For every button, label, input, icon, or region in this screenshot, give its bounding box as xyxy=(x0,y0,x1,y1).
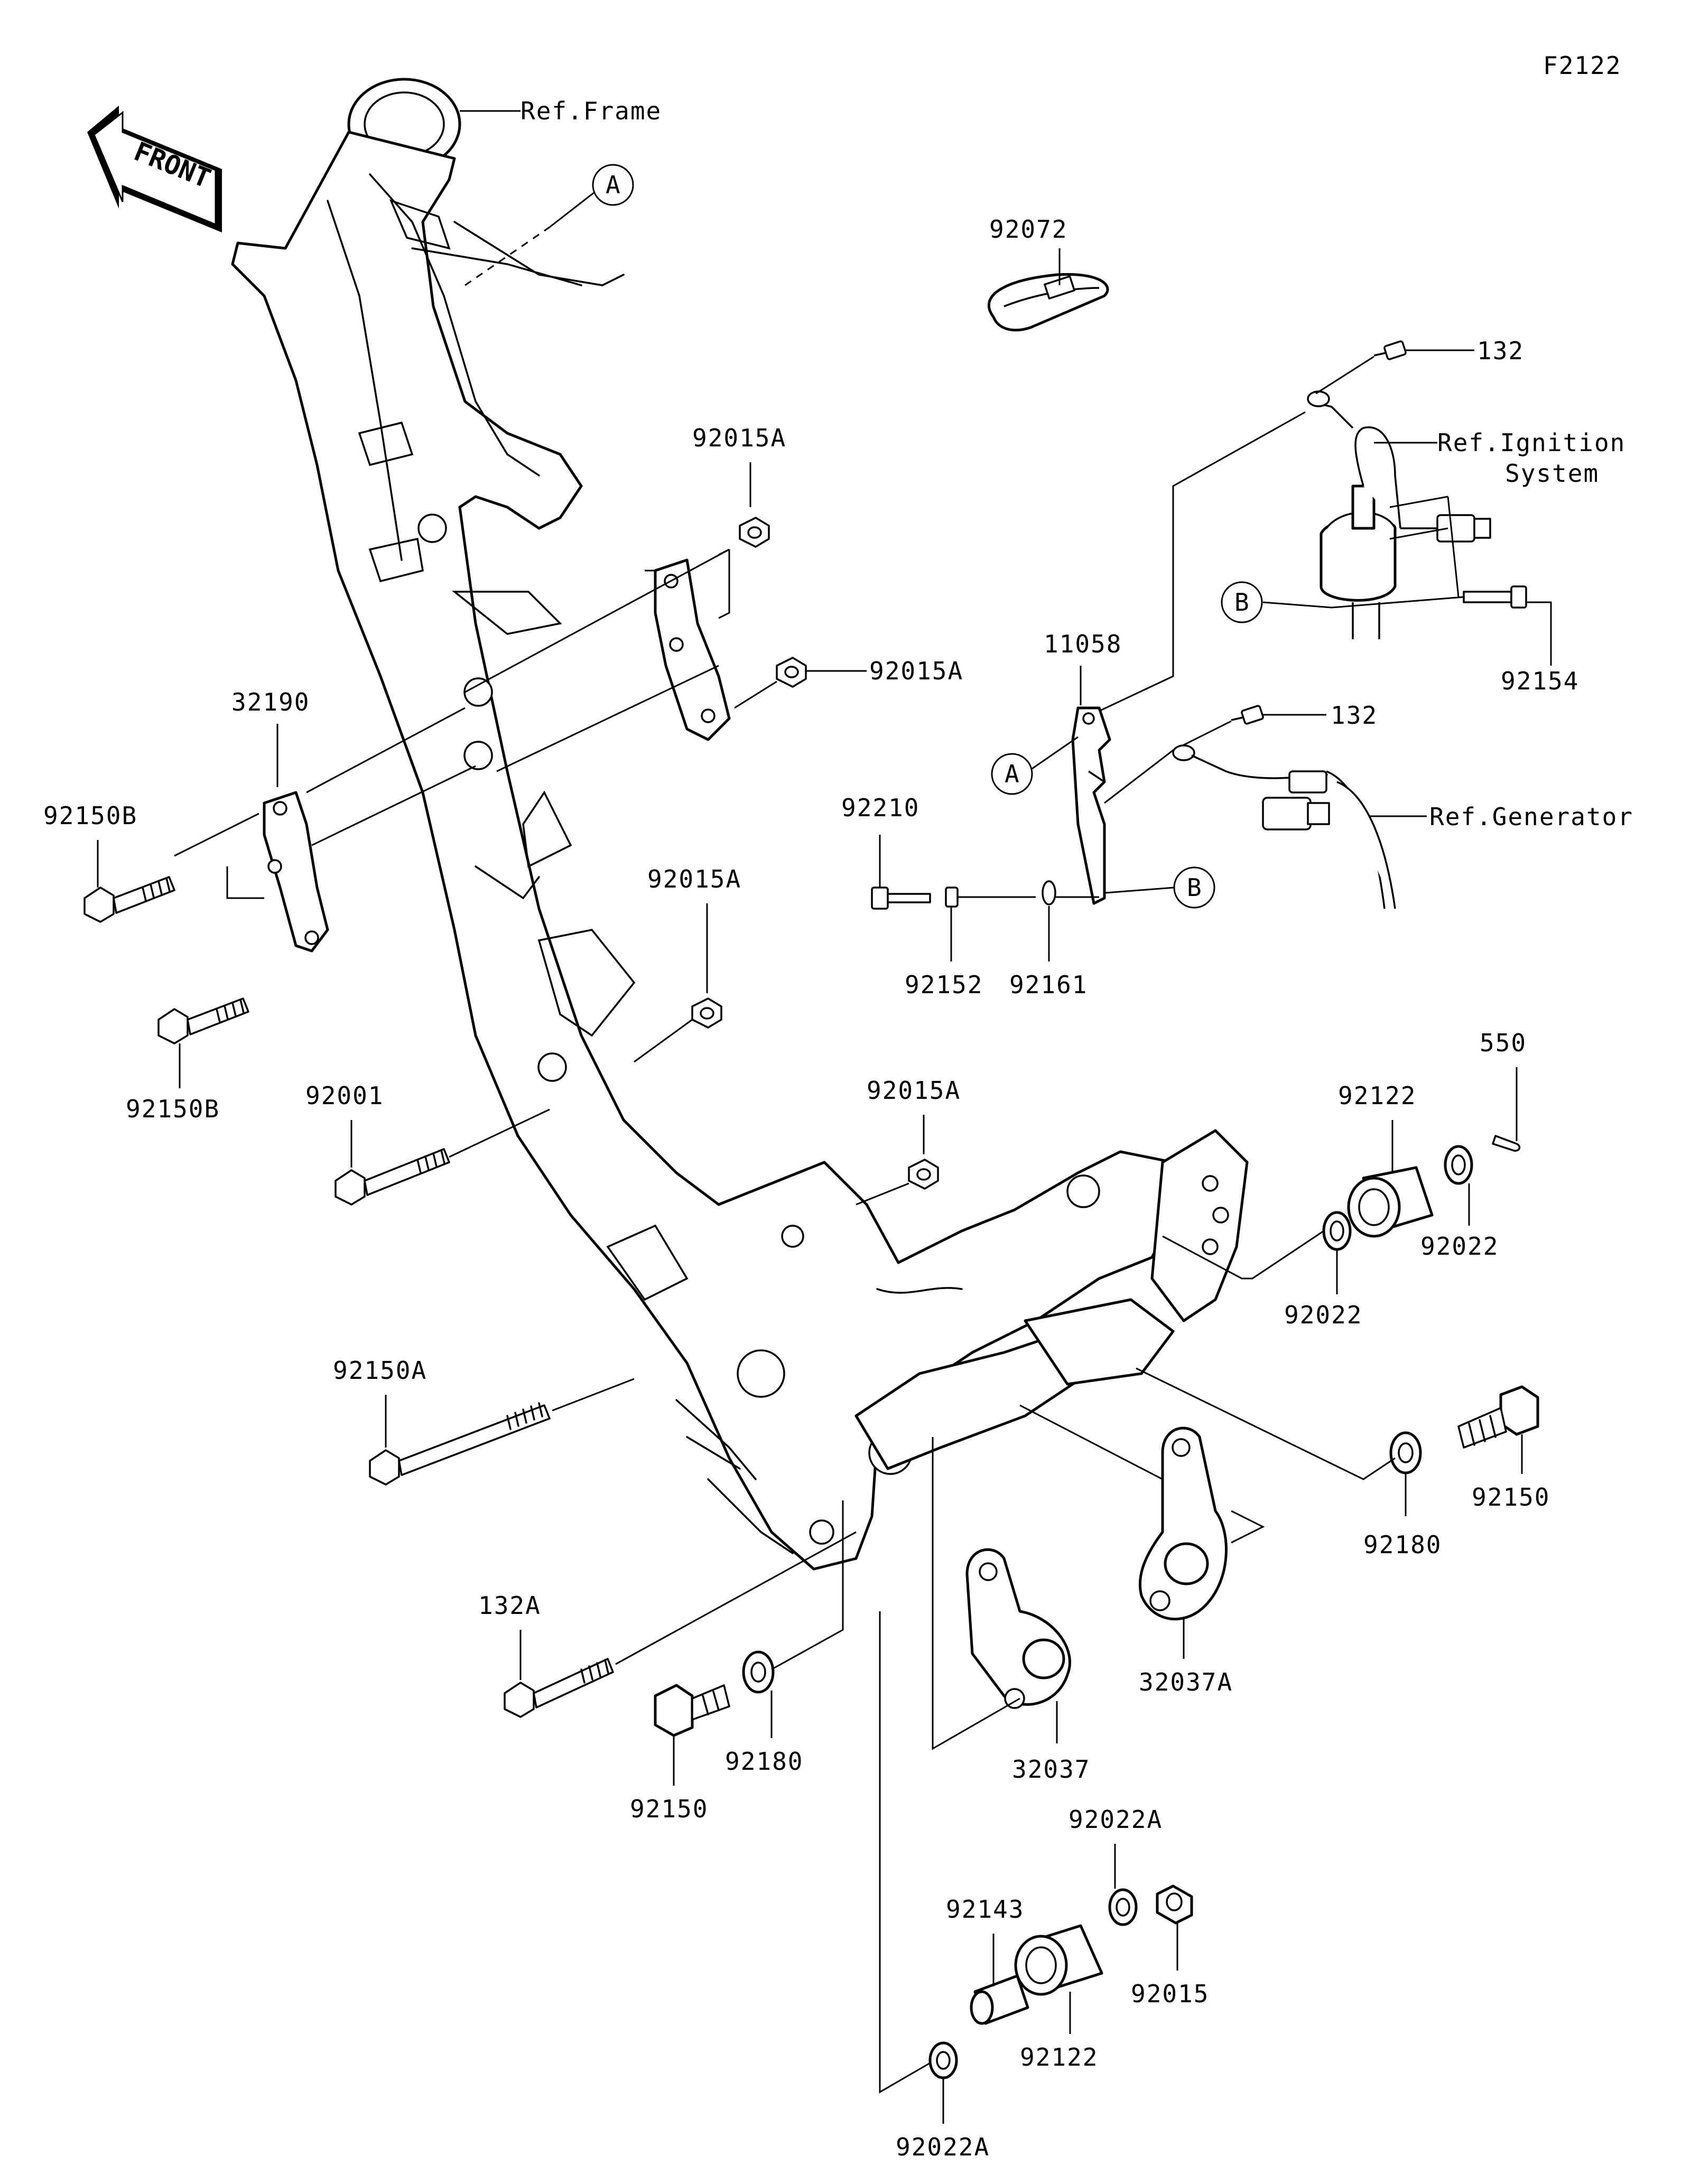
ref-ignition-line2: System xyxy=(1505,459,1599,488)
label-92180-left: 92180 xyxy=(725,1747,803,1776)
washer-92022-left xyxy=(1322,1211,1352,1251)
grommet-92161 xyxy=(1042,880,1056,906)
label-92150B-2: 92150B xyxy=(126,1095,220,1123)
link-32037A xyxy=(1138,1426,1228,1621)
sleeve-92143 xyxy=(970,1974,1029,2025)
cotter-pin-550 xyxy=(1492,1135,1521,1152)
nut-92015A-3 xyxy=(691,997,722,1029)
bolt-92150B-1 xyxy=(83,876,175,923)
ref-ignition-line1: Ref.Ignition xyxy=(1437,428,1625,457)
nut-92015A-2 xyxy=(776,657,807,688)
marker-b-mid: B xyxy=(1187,873,1203,902)
label-92015: 92015 xyxy=(1131,1980,1209,2008)
bolt-92150-left xyxy=(654,1684,730,1737)
generator-connector xyxy=(1172,744,1396,909)
label-92001: 92001 xyxy=(305,1081,384,1110)
label-92015A-1: 92015A xyxy=(692,424,786,452)
label-92015A-3: 92015A xyxy=(647,865,741,893)
label-92015A-4: 92015A xyxy=(867,1076,961,1105)
bracket-11058 xyxy=(1071,706,1111,905)
nut-92015A-1 xyxy=(739,517,770,548)
bolt-92150-right xyxy=(1457,1385,1539,1449)
label-92150-right: 92150 xyxy=(1472,1483,1550,1511)
label-92122-top: 92122 xyxy=(1338,1081,1416,1110)
label-32037: 32037 xyxy=(1012,1755,1090,1784)
bolt-92210 xyxy=(871,886,931,910)
label-92143: 92143 xyxy=(946,1895,1024,1924)
label-92150-left: 92150 xyxy=(630,1795,708,1823)
label-92072: 92072 xyxy=(989,215,1067,244)
label-92022-1: 92022 xyxy=(1420,1232,1499,1261)
label-32190: 32190 xyxy=(231,688,310,716)
label-92150A: 92150A xyxy=(333,1356,427,1385)
bolt-92150A xyxy=(369,1402,551,1486)
washer-92022A-bottom xyxy=(928,2041,958,2079)
bolt-132A xyxy=(504,1658,614,1718)
collar-92122-top xyxy=(1347,1166,1434,1238)
washer-92180-right xyxy=(1389,1431,1422,1474)
ref-frame-label: Ref.Frame xyxy=(521,97,662,125)
label-92150B-1: 92150B xyxy=(43,801,137,830)
label-92161: 92161 xyxy=(1009,970,1088,999)
washer-92022-right xyxy=(1444,1145,1473,1185)
bolt-92150B-2 xyxy=(157,997,249,1044)
ignition-coil xyxy=(1307,390,1491,639)
frame-assembly xyxy=(231,78,1249,1571)
engine-bracket-upper xyxy=(654,558,731,741)
collar-92122-bottom xyxy=(1014,1924,1103,1996)
screw-132-top xyxy=(1373,340,1407,360)
marker-a-top: A xyxy=(606,171,621,199)
bolt-92154 xyxy=(1463,585,1527,609)
marker-b-right: B xyxy=(1234,588,1250,617)
label-92154: 92154 xyxy=(1501,667,1579,695)
bolt-92001 xyxy=(335,1148,450,1206)
label-132-mid: 132 xyxy=(1331,701,1378,730)
label-92210: 92210 xyxy=(841,794,919,822)
label-92152: 92152 xyxy=(905,970,983,999)
marker-a-mid: A xyxy=(1005,760,1020,788)
nut-92015A-4 xyxy=(908,1159,939,1190)
label-32037A: 32037A xyxy=(1139,1668,1233,1696)
plate-32190 xyxy=(263,791,329,953)
collar-92152 xyxy=(945,886,959,908)
label-92022A-bottom: 92022A xyxy=(896,2133,990,2161)
front-direction-arrow: FRONT xyxy=(87,106,222,232)
label-92015A-2: 92015A xyxy=(869,657,963,685)
label-132A: 132A xyxy=(478,1591,541,1620)
label-11058: 11058 xyxy=(1044,630,1122,658)
label-92022A-top: 92022A xyxy=(1069,1805,1163,1834)
link-32037 xyxy=(965,1548,1071,1709)
ref-generator-label: Ref.Generator xyxy=(1429,802,1633,831)
washer-92022A-top xyxy=(1108,1888,1138,1926)
label-92122-bottom: 92122 xyxy=(1020,2043,1098,2071)
screw-132-mid xyxy=(1231,705,1264,725)
nut-92015 xyxy=(1156,1884,1193,1925)
label-550: 550 xyxy=(1480,1029,1527,1057)
label-92022-2: 92022 xyxy=(1284,1301,1362,1329)
clamp-92072 xyxy=(987,273,1109,332)
diagram-code: F2122 xyxy=(1543,51,1621,80)
label-132-top: 132 xyxy=(1477,337,1524,365)
label-92180-right: 92180 xyxy=(1363,1530,1442,1559)
washer-92180-left xyxy=(742,1650,775,1694)
